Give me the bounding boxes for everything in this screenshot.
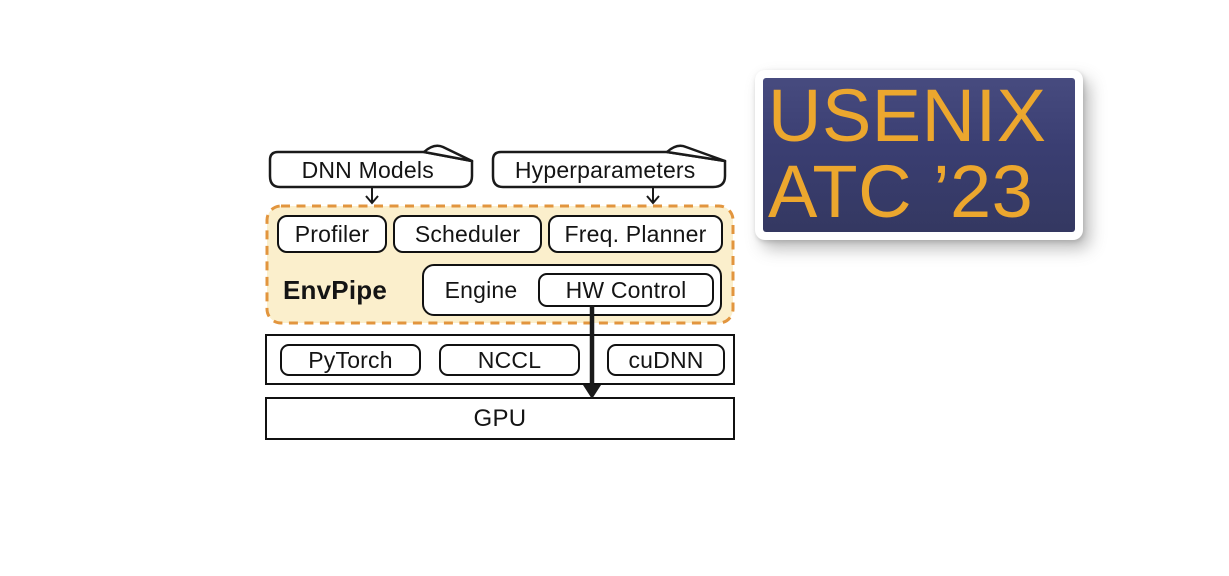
input-label: DNN Models [301, 156, 434, 183]
module-freq-planner: Freq. Planner [548, 215, 723, 253]
input-doc-dnn-models: DNN Models [266, 144, 478, 191]
gpu-label: GPU [473, 404, 527, 432]
input-label: Hyperparameters [514, 156, 696, 183]
usenix-badge-background: USENIX ATC ’23 [763, 78, 1075, 232]
input-doc-hyperparameters: Hyperparameters [489, 144, 731, 191]
lib-pytorch: PyTorch [280, 344, 421, 376]
usenix-atc23-badge: USENIX ATC ’23 [755, 70, 1083, 240]
library-layer: PyTorch NCCL cuDNN [265, 334, 735, 385]
hw-control-label: HW Control [565, 276, 687, 303]
envpipe-title: EnvPipe [283, 274, 387, 305]
gpu-layer: GPU [265, 397, 735, 440]
module-label: Scheduler [414, 220, 521, 247]
module-hw-control: HW Control [538, 273, 714, 307]
module-profiler: Profiler [277, 215, 387, 253]
badge-line-atc23: ATC ’23 [768, 150, 1034, 232]
module-label: Freq. Planner [564, 220, 707, 247]
module-engine: Engine HW Control [422, 264, 722, 316]
envpipe-container: EnvPipe Profiler Scheduler Freq. Planner… [265, 204, 735, 325]
lib-label: NCCL [477, 346, 542, 373]
document-shape-icon [491, 144, 727, 189]
module-label: Profiler [294, 220, 370, 247]
module-scheduler: Scheduler [393, 215, 542, 253]
lib-label: cuDNN [628, 346, 704, 373]
document-shape-icon [268, 144, 474, 189]
lib-nccl: NCCL [439, 344, 580, 376]
badge-line-usenix: USENIX [768, 78, 1047, 157]
lib-label: PyTorch [308, 346, 393, 373]
engine-label: Engine [444, 276, 518, 303]
lib-cudnn: cuDNN [607, 344, 725, 376]
